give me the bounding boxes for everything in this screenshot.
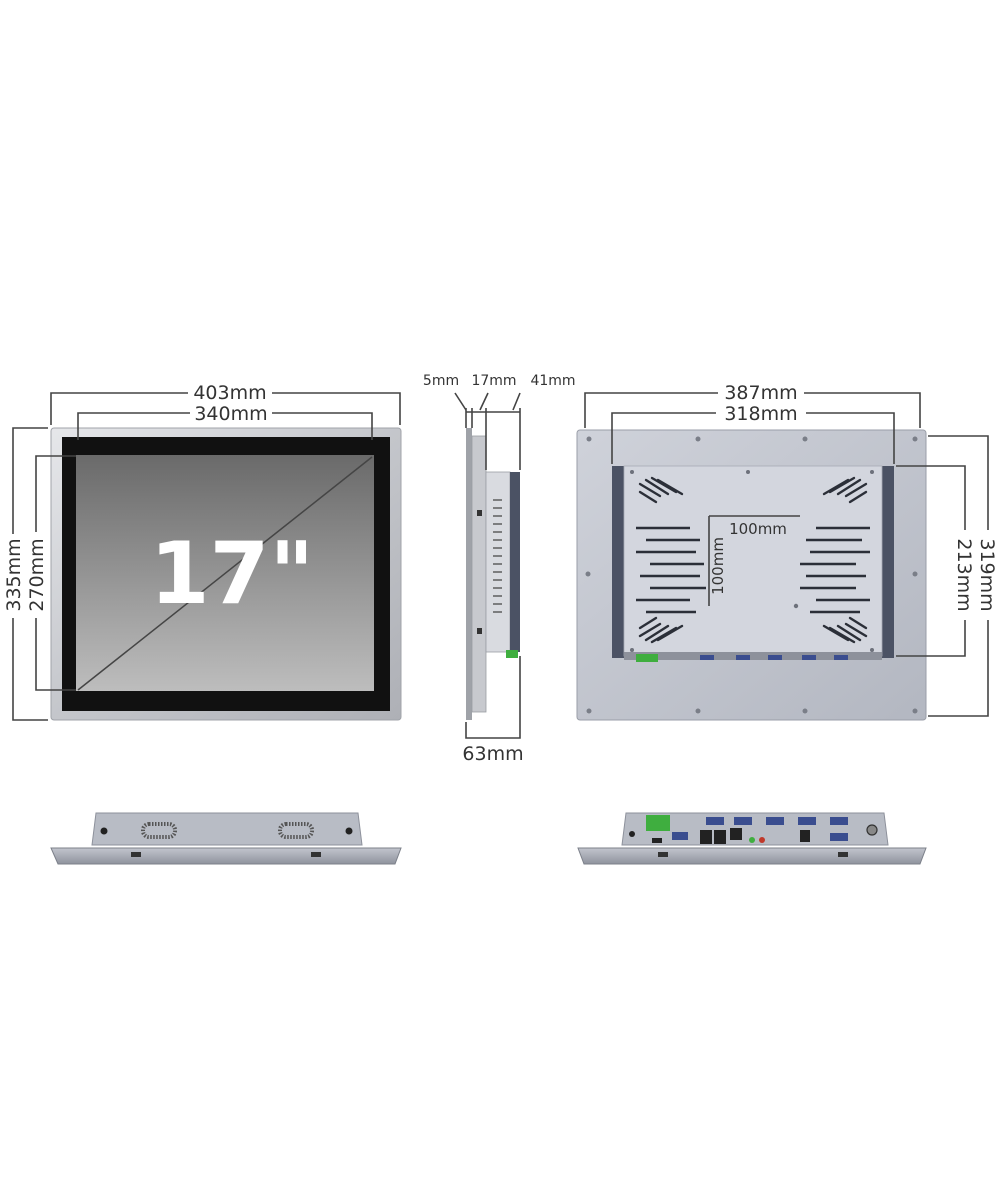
top-edge-body: [91, 812, 363, 846]
bottom-edge-power-button: [866, 824, 878, 836]
screen-diagonal: [77, 456, 373, 691]
front-inner-width-label: 340mm: [194, 403, 267, 425]
back-inner-width-label: 318mm: [724, 403, 797, 425]
back-connector-strip: [624, 652, 882, 660]
back-box-screws: [630, 470, 874, 652]
back-view: 100mm 100mm 387mm 318mm 319mm 213mm: [576, 380, 998, 721]
side-total-depth-line: [465, 656, 521, 739]
side-green-connector: [506, 650, 518, 658]
screen-size-label: 17": [150, 524, 314, 624]
back-outer-height-label: 319mm: [976, 538, 998, 611]
bottom-edge-serial: [734, 817, 752, 825]
back-box-side-left: [612, 466, 624, 658]
bottom-edge-audio: [749, 837, 755, 843]
bottom-edge-serial: [766, 817, 784, 825]
back-screws: [585, 436, 918, 714]
dim-label-bg: [955, 530, 975, 620]
vesa-horizontal-label: 100mm: [729, 520, 787, 538]
dim-label-bg: [188, 380, 272, 404]
top-edge-speaker: [278, 822, 314, 839]
side-panel-depth-label: 17mm: [471, 373, 516, 389]
side-view: 5mm 17mm 41mm 63mm: [423, 373, 576, 765]
front-view: 17" 403mm 340mm 335mm 270mm: [3, 380, 402, 721]
back-box-side-right: [882, 466, 894, 658]
side-box-depth-label: 41mm: [530, 373, 575, 389]
back-slots: [636, 526, 870, 614]
bottom-edge-serial: [798, 817, 816, 825]
back-vents: [638, 476, 868, 644]
bottom-edge-clip: [838, 852, 848, 857]
top-edge-clip: [311, 852, 321, 857]
side-panel: [471, 435, 487, 713]
back-green-connector: [636, 654, 658, 662]
bottom-edge-lan: [730, 828, 742, 840]
bottom-edge-usb: [714, 830, 726, 844]
bottom-edge-body: [621, 812, 889, 846]
side-total-depth-label: 63mm: [462, 743, 523, 765]
side-port: [477, 510, 482, 516]
vesa-vertical-label: 100mm: [709, 537, 727, 595]
top-edge-strip: [50, 847, 402, 865]
bottom-edge-usb: [700, 830, 712, 844]
top-edge-clip: [131, 852, 141, 857]
bottom-edge-green-connector: [646, 815, 670, 831]
side-box-edge: [510, 472, 520, 652]
side-depth-ticks: [465, 408, 521, 470]
back-box: [623, 465, 883, 657]
side-box: [485, 471, 511, 653]
dim-label-bg: [718, 380, 804, 404]
dim-label-bg: [716, 402, 806, 424]
dim-label-bg: [190, 402, 272, 424]
dim-label-bg: [3, 534, 23, 618]
bottom-edge-vga: [672, 832, 688, 840]
side-port: [477, 628, 482, 634]
bottom-edge-view: [577, 812, 927, 865]
bottom-edge-usb: [800, 830, 810, 842]
bottom-edge-strip: [577, 847, 927, 865]
bottom-edge-serial: [830, 817, 848, 825]
front-inner-height-label: 270mm: [26, 538, 48, 611]
bottom-edge-clip: [658, 852, 668, 857]
bottom-edge-serial: [706, 817, 724, 825]
dim-label-bg: [978, 530, 998, 620]
top-edge-view: [50, 812, 402, 865]
top-edge-hole: [100, 827, 108, 835]
bottom-edge-serial: [830, 833, 848, 841]
side-bezel-depth-label: 5mm: [423, 373, 459, 389]
bottom-edge-port: [652, 838, 662, 843]
side-vents: [493, 499, 502, 613]
top-edge-hole: [345, 827, 353, 835]
front-outer-width-label: 403mm: [193, 382, 266, 404]
dim-label-bg: [26, 532, 46, 618]
top-edge-speaker: [141, 822, 177, 839]
bottom-edge-hole: [629, 831, 635, 837]
side-bezel: [466, 428, 472, 720]
back-outer-width-label: 387mm: [724, 382, 797, 404]
back-connectors: [700, 655, 848, 660]
side-depth-pointers: [454, 392, 521, 411]
front-outer-height-label: 335mm: [3, 538, 25, 611]
back-inner-height-label: 213mm: [953, 538, 975, 611]
bottom-edge-audio: [759, 837, 765, 843]
